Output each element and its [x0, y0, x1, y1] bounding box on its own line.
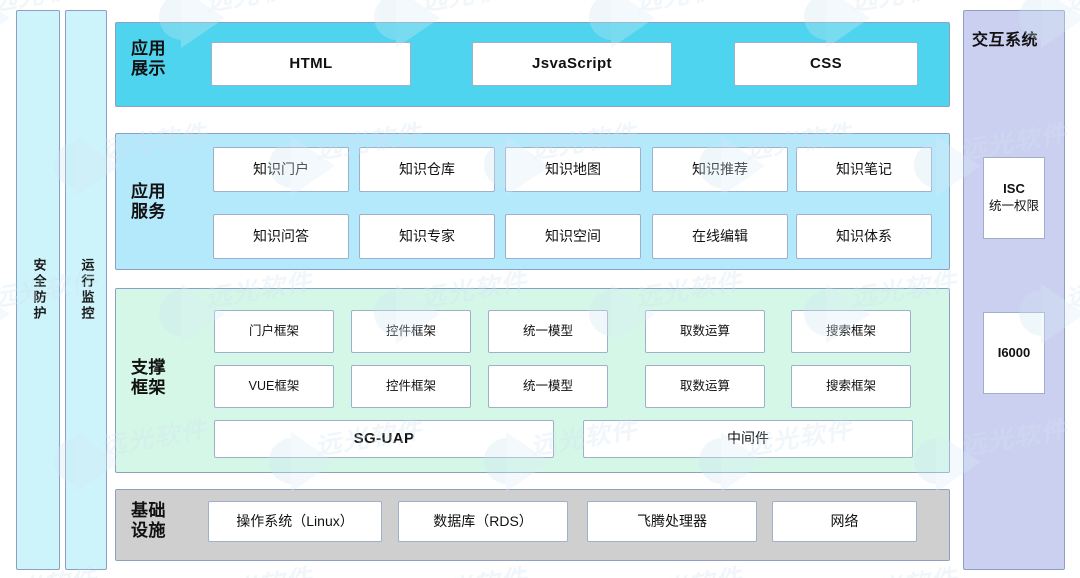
cell-widget-framework-2[interactable]: 控件框架 [351, 365, 471, 408]
layer-infrastructure-label: 基础 设施 [131, 501, 166, 541]
side-bar-security: 安全防护 [16, 10, 60, 570]
cell-knowledge-space[interactable]: 知识空间 [505, 214, 641, 259]
watermark-text: 远光软件 [637, 0, 746, 19]
right-cell-i6000-line1: I6000 [997, 344, 1031, 360]
cell-html[interactable]: HTML [211, 42, 411, 86]
cell-online-edit[interactable]: 在线编辑 [652, 214, 788, 259]
layer-infrastructure-label-line2: 设施 [131, 521, 166, 541]
layer-presentation-label-line1: 应用 [131, 39, 166, 58]
watermark-text: 远光软件 [422, 0, 531, 19]
layer-support-framework-label-line2: 框架 [131, 378, 166, 398]
watermark-text: 远光软件 [207, 0, 316, 19]
layer-support-framework-label: 支撑 框架 [131, 358, 166, 398]
cell-widget-framework-1[interactable]: 控件框架 [351, 310, 471, 353]
right-cell-isc[interactable]: ISC 统一权限 [983, 157, 1045, 239]
cell-css[interactable]: CSS [734, 42, 918, 86]
cell-middleware[interactable]: 中间件 [583, 420, 913, 458]
watermark-logo-icon [0, 572, 18, 578]
layer-presentation-label: 应用 展示 [131, 39, 166, 79]
side-bar-monitoring: 运行监控 [65, 10, 107, 570]
cell-javascript[interactable]: JsvaScript [472, 42, 672, 86]
layer-application-service-label-line2: 服务 [131, 202, 166, 222]
cell-knowledge-expert[interactable]: 知识专家 [359, 214, 495, 259]
watermark: 远光软件 [0, 414, 5, 524]
cell-unified-model-1[interactable]: 统一模型 [488, 310, 608, 353]
layer-support-framework-label-line1: 支撑 [131, 358, 166, 377]
layer-application-service-label-line1: 应用 [131, 182, 166, 201]
cell-portal-framework[interactable]: 门户框架 [214, 310, 334, 353]
watermark: 远光软件 [585, 562, 755, 578]
watermark-text: 远光软件 [852, 0, 961, 19]
watermark: 远光软件 [800, 562, 970, 578]
side-bar-security-label: 安全防护 [31, 258, 47, 322]
layer-application-service-label: 应用 服务 [131, 182, 166, 222]
watermark-text: 远光软件 [1066, 266, 1080, 313]
watermark: 远光软件 [370, 562, 540, 578]
cell-knowledge-portal[interactable]: 知识门户 [213, 147, 349, 192]
watermark-logo-icon [1015, 572, 1080, 578]
cell-sg-uap[interactable]: SG-UAP [214, 420, 554, 458]
layer-presentation-label-line2: 展示 [131, 59, 166, 79]
cell-knowledge-map[interactable]: 知识地图 [505, 147, 641, 192]
watermark-logo-icon [585, 572, 663, 578]
cell-processor[interactable]: 飞腾处理器 [587, 501, 757, 542]
cell-search-framework-1[interactable]: 搜索框架 [791, 310, 911, 353]
right-panel-title: 交互系统 [972, 32, 1039, 49]
cell-knowledge-qa[interactable]: 知识问答 [213, 214, 349, 259]
watermark-logo-icon [800, 572, 878, 578]
right-cell-isc-line2: 统一权限 [988, 199, 1039, 214]
cell-knowledge-notes[interactable]: 知识笔记 [796, 147, 932, 192]
right-panel-interactive-system [963, 10, 1065, 570]
cell-knowledge-system[interactable]: 知识体系 [796, 214, 932, 259]
cell-operating-system[interactable]: 操作系统（Linux） [208, 501, 382, 542]
right-cell-i6000[interactable]: I6000 [983, 312, 1045, 394]
right-cell-isc-line1: ISC [1003, 181, 1025, 197]
watermark-logo-icon [370, 572, 448, 578]
cell-knowledge-warehouse[interactable]: 知识仓库 [359, 147, 495, 192]
watermark: 远光软件 [0, 118, 5, 228]
cell-data-fetch-2[interactable]: 取数运算 [645, 365, 765, 408]
watermark-logo-icon [155, 572, 233, 578]
watermark-text: 远光软件 [1067, 557, 1080, 578]
cell-data-fetch-1[interactable]: 取数运算 [645, 310, 765, 353]
cell-network[interactable]: 网络 [772, 501, 917, 542]
side-bar-monitoring-label: 运行监控 [79, 258, 95, 322]
cell-unified-model-2[interactable]: 统一模型 [488, 365, 608, 408]
cell-search-framework-2[interactable]: 搜索框架 [791, 365, 911, 408]
cell-database[interactable]: 数据库（RDS） [398, 501, 568, 542]
cell-knowledge-recommend[interactable]: 知识推荐 [652, 147, 788, 192]
cell-vue-framework[interactable]: VUE框架 [214, 365, 334, 408]
layer-infrastructure-label-line1: 基础 [131, 501, 166, 520]
watermark-text: 远光软件 [1067, 0, 1080, 19]
watermark: 远光软件 [155, 562, 325, 578]
